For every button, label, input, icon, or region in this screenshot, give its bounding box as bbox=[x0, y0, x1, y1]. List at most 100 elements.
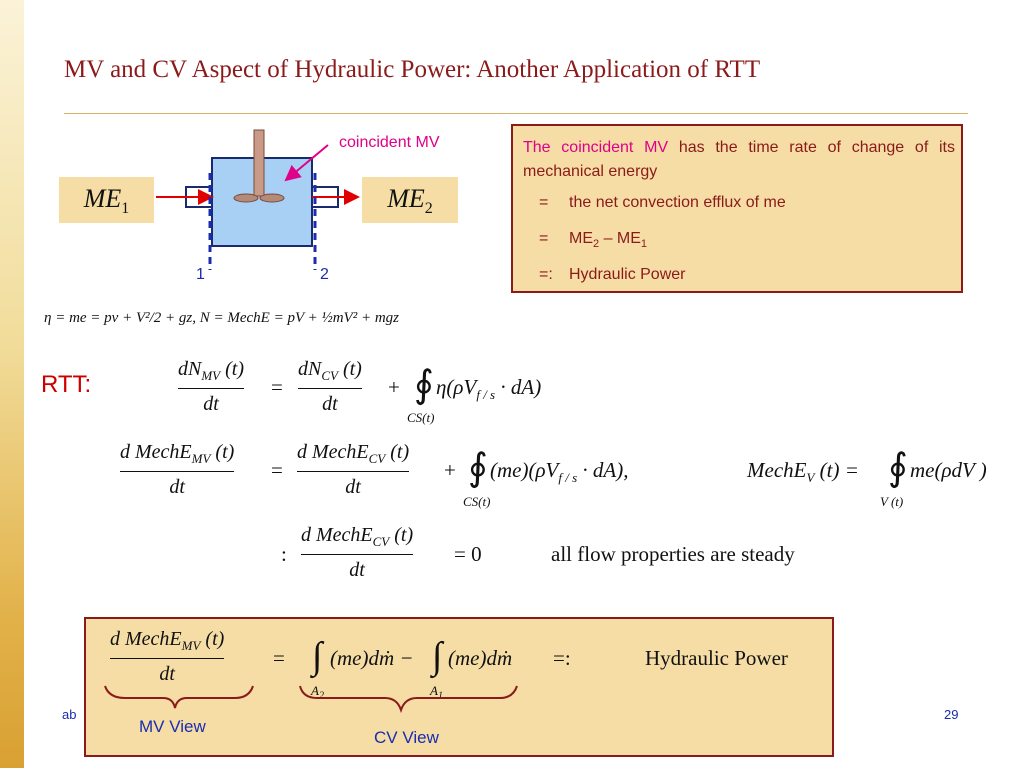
mech-cv-num: d MechE bbox=[297, 441, 369, 463]
steady-den: dt bbox=[349, 559, 365, 581]
rtt-integrand-main: η(ρV bbox=[436, 375, 477, 399]
mechev-sub: V bbox=[806, 470, 815, 486]
mech-mv-num: d MechE bbox=[120, 441, 192, 463]
me1-box: ME1 bbox=[59, 177, 154, 223]
surface-integral-sign: ∮ bbox=[468, 447, 488, 489]
item-text: the net convection efflux of me bbox=[569, 194, 786, 211]
me1-label: ME bbox=[83, 184, 122, 213]
hp-lhs-den: dt bbox=[159, 663, 175, 685]
rtt-lhs-den: dt bbox=[203, 393, 219, 415]
mech-integrand: (me)(ρVf / s · dA), bbox=[490, 458, 629, 486]
mechev-rhs: (t) = bbox=[814, 458, 859, 482]
mech-integrand-sub: f / s bbox=[558, 470, 578, 486]
rtt-lhs-arg: (t) bbox=[220, 358, 245, 380]
view-braces bbox=[104, 685, 518, 714]
mechev-lhs: MechE bbox=[747, 458, 807, 482]
item-symbol: = bbox=[539, 194, 549, 211]
hp-lhs-sub: MV bbox=[181, 638, 201, 653]
a1-limit: A1 bbox=[430, 683, 443, 702]
hp-lhs-arg: (t) bbox=[200, 628, 225, 650]
mechev-integrand: me(ρdV ) bbox=[910, 458, 987, 482]
item-tail-subscript: 1 bbox=[640, 238, 648, 251]
rtt-cv-fraction: dNCV (t) dt bbox=[298, 358, 362, 416]
me2-label: ME bbox=[387, 184, 425, 213]
footer-left-text: ab bbox=[62, 707, 77, 722]
integral-sign-a2: ∫ bbox=[312, 635, 323, 677]
mech-cv-den: dt bbox=[345, 476, 361, 498]
explanation-box: The coincident MV has the time rate of c… bbox=[511, 124, 963, 293]
explanation-rest: has the time rate of change of its mecha… bbox=[523, 139, 955, 180]
impeller-left bbox=[233, 193, 259, 203]
item-text: Hydraulic Power bbox=[569, 266, 686, 283]
explanation-item-1: = the net convection efflux of me bbox=[539, 194, 786, 212]
slide-title: MV and CV Aspect of Hydraulic Power: Ano… bbox=[64, 56, 761, 83]
rtt-lhs-num: dN bbox=[178, 358, 202, 380]
item-subscript: 2 bbox=[593, 238, 600, 251]
mech-mv-fraction: d MechEMV (t) dt bbox=[120, 441, 235, 499]
integral-sign-a1: ∫ bbox=[432, 635, 443, 677]
rtt-label: RTT: bbox=[41, 371, 92, 398]
surface-integral-sign: ∮ bbox=[414, 364, 434, 406]
mech-mv-arg: (t) bbox=[210, 441, 235, 463]
station-1-label: 1 bbox=[196, 266, 205, 283]
rtt-lhs-fraction: dNMV (t) dt bbox=[178, 358, 245, 416]
me2-box: ME2 bbox=[362, 177, 458, 223]
title-divider bbox=[64, 113, 968, 114]
hydraulic-power-box bbox=[84, 617, 834, 757]
mechev-definition: MechEV (t) = bbox=[747, 458, 859, 486]
coincident-mv-highlight: The coincident MV bbox=[523, 139, 669, 156]
hp-lhs-num: d MechE bbox=[110, 628, 182, 650]
steady-arg: (t) bbox=[389, 524, 414, 546]
hp-term-1: (me)dṁ − bbox=[330, 646, 414, 670]
a2-label: A bbox=[311, 683, 319, 698]
cs-t-limit: CS(t) bbox=[463, 494, 491, 509]
mech-cv-sub: CV bbox=[368, 451, 386, 466]
item-symbol: =: bbox=[539, 266, 553, 283]
mech-mv-den: dt bbox=[169, 476, 185, 498]
steady-statement: all flow properties are steady bbox=[551, 542, 795, 566]
hp-label: Hydraulic Power bbox=[645, 646, 788, 670]
a2-limit: A2 bbox=[311, 683, 324, 702]
rtt-cv-sub: CV bbox=[321, 368, 338, 383]
steady-sub: CV bbox=[372, 534, 390, 549]
mv-view-brace bbox=[104, 685, 254, 709]
rtt-cv-num: dN bbox=[298, 358, 322, 380]
explanation-item-3: =: Hydraulic Power bbox=[539, 266, 685, 284]
equals-sign: = bbox=[271, 458, 283, 482]
v-t-limit: V (t) bbox=[880, 494, 904, 509]
shaft bbox=[253, 129, 265, 197]
impeller-right bbox=[259, 193, 285, 203]
mech-mv-sub: MV bbox=[191, 451, 211, 466]
explanation-item-2: =ME2 – ME1 bbox=[539, 230, 647, 250]
hp-term-2: (me)dṁ bbox=[448, 646, 513, 670]
rtt-cv-den: dt bbox=[322, 393, 338, 415]
page-number: 29 bbox=[944, 707, 959, 722]
item-text: ME bbox=[569, 230, 593, 247]
plus-sign: + bbox=[388, 375, 400, 399]
item-symbol: = bbox=[539, 230, 549, 247]
me2-subscript: 2 bbox=[424, 200, 433, 218]
definitions-equation: η = me = pv + V²/2 + gz, N = MechE = pV … bbox=[44, 310, 400, 326]
rtt-lhs-sub: MV bbox=[201, 368, 221, 383]
equals-sign: = bbox=[271, 375, 283, 399]
cv-view-brace bbox=[299, 685, 518, 714]
steady-fraction: d MechECV (t) dt bbox=[301, 524, 414, 582]
coincident-mv-callout: coincident MV bbox=[339, 134, 440, 151]
station-2-label: 2 bbox=[320, 266, 329, 283]
steady-num: d MechE bbox=[301, 524, 373, 546]
cv-view-label: CV View bbox=[374, 728, 439, 747]
a2-subscript: 2 bbox=[318, 690, 324, 702]
rtt-integrand-tail: · dA) bbox=[495, 375, 542, 399]
rtt-cv-arg: (t) bbox=[337, 358, 362, 380]
hp-defeq: =: bbox=[553, 646, 571, 670]
a1-subscript: 1 bbox=[437, 690, 443, 702]
rtt-integrand-sub: f / s bbox=[476, 387, 496, 403]
mech-cv-fraction: d MechECV (t) dt bbox=[297, 441, 410, 499]
decorative-side-bar bbox=[0, 0, 24, 768]
plus-sign: + bbox=[444, 458, 456, 482]
mech-cv-arg: (t) bbox=[385, 441, 410, 463]
volume-integral-sign: ∮ bbox=[888, 447, 908, 489]
mv-view-label: MV View bbox=[139, 717, 206, 736]
callout-arrow bbox=[284, 144, 329, 182]
cs-t-limit: CS(t) bbox=[407, 410, 435, 425]
